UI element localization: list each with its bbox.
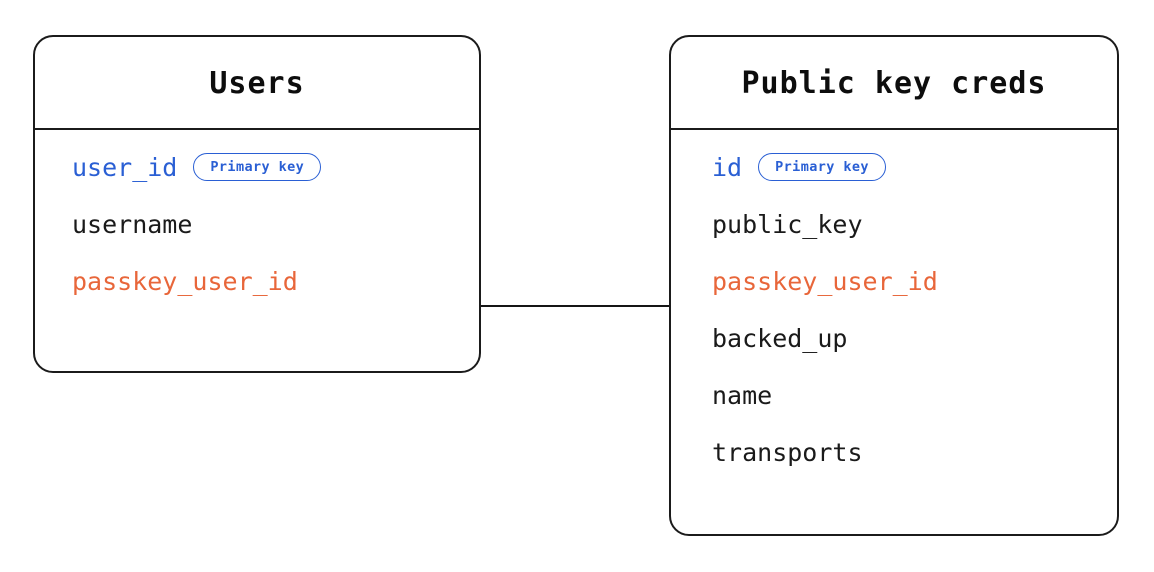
field-row[interactable]: backed_up [712,321,847,355]
entity-header-users: Users [35,37,479,130]
field-name-id: id [712,152,743,182]
field-row[interactable]: passkey_user_id [72,264,298,298]
field-name-passkey-user-id: passkey_user_id [72,266,298,296]
entity-box-public-key-creds[interactable]: Public key creds id Primary key public_key… [669,35,1119,536]
primary-key-badge: Primary key [193,153,322,181]
field-row[interactable]: username [72,207,192,241]
field-name-public-key: public_key [712,209,863,239]
entity-title: Public key creds [741,66,1047,101]
field-name-passkey-user-id: passkey_user_id [712,266,938,296]
header-divider [35,128,479,130]
entity-header-public-key-creds: Public key creds [671,37,1117,130]
field-name-name: name [712,380,773,410]
relation-line-users-to-creds [481,305,669,307]
field-row[interactable]: id Primary key [712,150,886,184]
field-row[interactable]: name [712,378,772,412]
primary-key-badge: Primary key [758,153,886,181]
field-name-transports: transports [712,437,863,467]
entity-title: Users [209,66,305,101]
field-name-backed-up: backed_up [712,323,848,353]
field-row[interactable]: transports [712,435,863,469]
field-row[interactable]: passkey_user_id [712,264,938,298]
field-name-user-id: user_id [72,152,178,182]
field-row[interactable]: user_id Primary key [72,150,322,184]
field-name-username: username [72,209,193,239]
header-divider [671,128,1117,130]
field-row[interactable]: public_key [712,207,863,241]
